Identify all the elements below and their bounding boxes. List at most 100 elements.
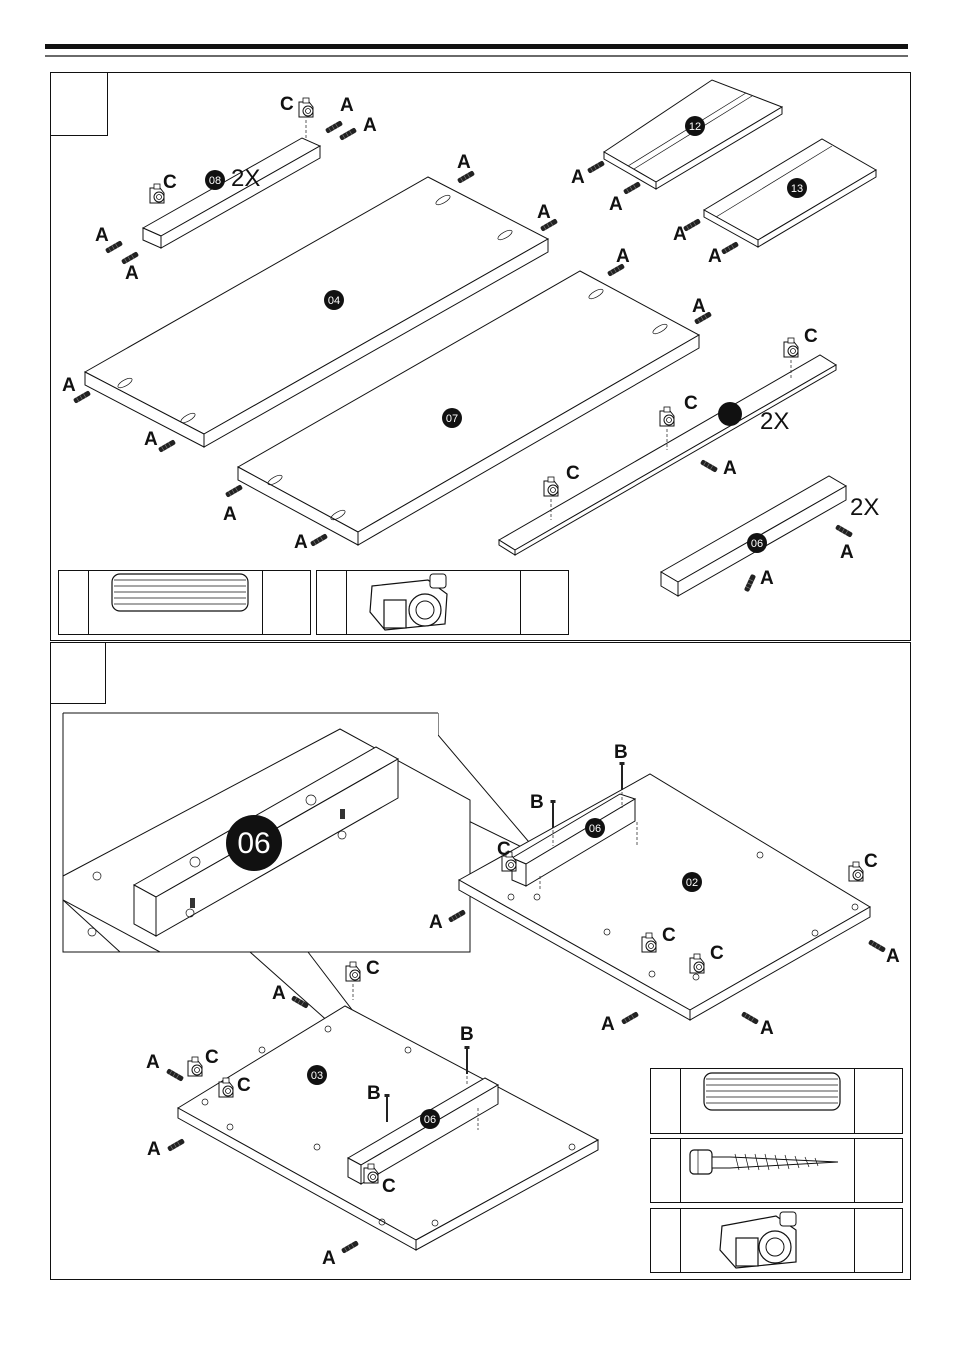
letter-a: A (146, 1052, 160, 1073)
letter-a: A (840, 542, 854, 563)
part-badge-07 (442, 408, 462, 428)
part-badge-03 (307, 1065, 327, 1085)
letter-a: A (571, 167, 585, 188)
letter-c: C (497, 839, 511, 860)
part-badge-13 (787, 178, 807, 198)
letter-a: A (760, 1018, 774, 1039)
cam-lock-icon (149, 183, 165, 204)
step-1-panel (50, 72, 911, 641)
hardware-legend-screw (650, 1138, 903, 1203)
letter-a: A (144, 429, 158, 450)
part-badge-12 (685, 116, 705, 136)
part-badge-02 (682, 872, 702, 892)
part-number-13: 13 (791, 183, 803, 195)
step-2-panel (50, 642, 911, 1280)
letter-a: A (886, 946, 900, 967)
letter-a: A (340, 95, 354, 116)
part-number-03: 03 (311, 1070, 323, 1082)
part-number-02: 02 (686, 877, 698, 889)
dowel-icon (309, 532, 329, 548)
letter-c: C (237, 1075, 251, 1096)
letter-a: A (537, 202, 551, 223)
letter-b: B (367, 1083, 381, 1104)
long-rail (498, 354, 837, 556)
part-badge-04 (324, 290, 344, 310)
hardware-legend-dowel (650, 1068, 903, 1134)
letter-a: A (708, 246, 722, 267)
part-badge-06 (420, 1109, 440, 1129)
part-number-06-zoom: 06 (237, 827, 270, 860)
dowel-icon (157, 438, 177, 454)
cam-lock-icon (659, 406, 675, 427)
part-number-06: 06 (424, 1114, 436, 1126)
letter-c: C (366, 958, 380, 979)
quantity-label: 2X (231, 165, 260, 192)
dowel-icon (324, 119, 344, 135)
dowel-icon (622, 180, 642, 196)
letter-c: C (710, 943, 724, 964)
letter-a: A (601, 1014, 615, 1035)
part-badge-06 (585, 818, 605, 838)
dowel-icon (340, 1239, 360, 1255)
panel-02 (457, 773, 871, 1021)
part-badge-08 (205, 170, 225, 190)
letter-a: A (673, 224, 687, 245)
part-number-08: 08 (209, 175, 221, 187)
step-number-box (50, 72, 108, 136)
part-number-07: 07 (446, 413, 458, 425)
quantity-label: 2X (760, 408, 789, 435)
letter-a: A (95, 225, 109, 246)
dowel-icon (166, 1137, 186, 1153)
letter-a: A (294, 532, 308, 553)
dowel-icon (743, 573, 757, 593)
dowel-icon (740, 1010, 760, 1026)
letter-c: C (280, 94, 294, 115)
letter-a: A (62, 375, 76, 396)
part-number-12: 12 (689, 121, 701, 133)
dowel-icon (867, 938, 887, 954)
step-number-box (50, 642, 106, 704)
letter-c: C (382, 1176, 396, 1197)
letter-a: A (223, 504, 237, 525)
cam-lock-icon (345, 961, 361, 982)
part-number-06: 06 (589, 823, 601, 835)
quantity-label: 2X (850, 494, 879, 521)
part-badge-06-zoom (226, 815, 282, 871)
dowel-icon (620, 1010, 640, 1026)
letter-a: A (723, 458, 737, 479)
letter-c: C (566, 463, 580, 484)
screw-icon (549, 799, 557, 829)
letter-a: A (429, 912, 443, 933)
dowel-icon (338, 126, 358, 142)
letter-c: C (205, 1047, 219, 1068)
cam-lock-icon (783, 337, 799, 358)
letter-a: A (125, 263, 139, 284)
letter-a: A (609, 194, 623, 215)
letter-a: A (363, 115, 377, 136)
hardware-legend-dowel (58, 570, 311, 635)
cam-lock-icon (848, 861, 864, 882)
letter-a: A (616, 246, 630, 267)
cam-lock-icon (543, 476, 559, 497)
letter-a: A (457, 152, 471, 173)
letter-c: C (804, 326, 818, 347)
panel-07 (236, 270, 701, 546)
part-badge (718, 402, 742, 426)
part-badge-06 (747, 533, 767, 553)
dowel-icon (699, 458, 719, 474)
letter-b: B (614, 742, 628, 763)
letter-b: B (460, 1024, 474, 1045)
panel-03 (177, 1005, 600, 1251)
hardware-legend-cam-lock (316, 570, 569, 635)
dowel-icon (834, 523, 854, 539)
hardware-legend-cam-lock (650, 1208, 903, 1273)
letter-c: C (662, 925, 676, 946)
letter-a: A (692, 296, 706, 317)
panel-04 (83, 176, 550, 448)
letter-b: B (530, 792, 544, 813)
letter-a: A (322, 1248, 336, 1269)
letter-c: C (163, 172, 177, 193)
zoom-detail: 06 (62, 712, 471, 953)
part-number-04: 04 (328, 295, 340, 307)
rail-08 (141, 137, 322, 249)
